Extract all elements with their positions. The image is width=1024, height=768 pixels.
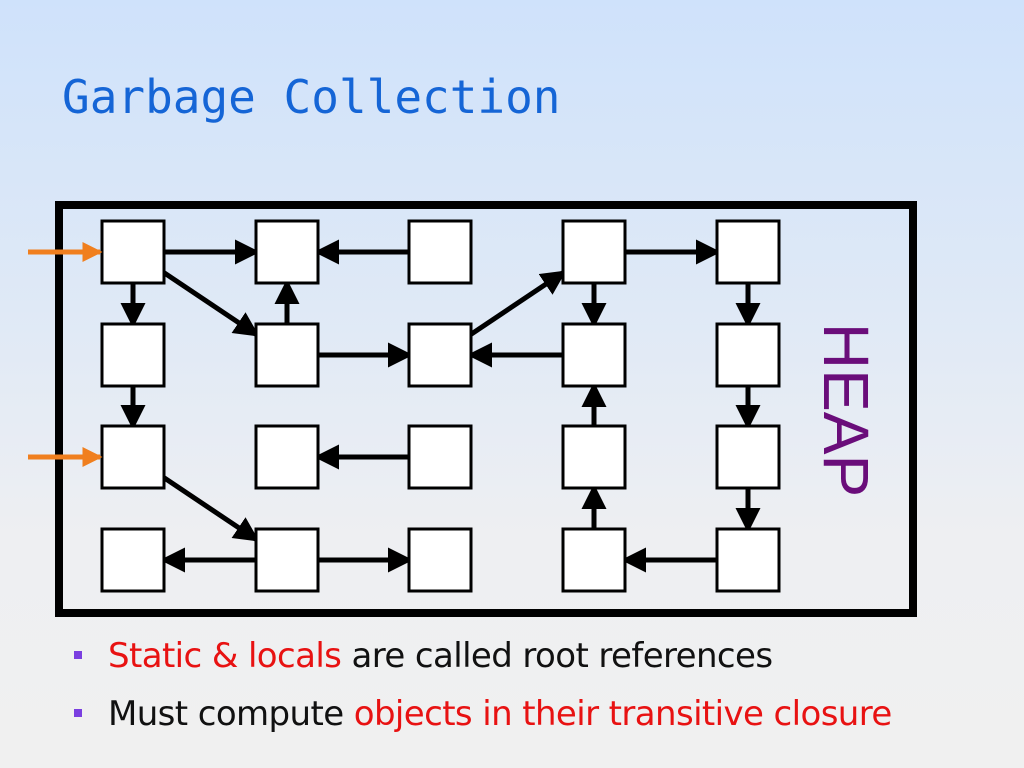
heap-object-c2 <box>254 424 320 490</box>
nodes-layer <box>100 219 781 593</box>
bullet-highlight: objects in their transitive closure <box>353 694 893 734</box>
heap-label: HEAP <box>810 323 882 497</box>
heap-object-d1 <box>100 527 166 593</box>
heap-object-a1 <box>100 219 166 285</box>
heap-object-c1 <box>100 424 166 490</box>
bullet-plain: Must compute <box>108 694 354 734</box>
heap-object-a2 <box>254 219 320 285</box>
heap-object-c3 <box>407 424 473 490</box>
slide-title: Garbage Collection <box>62 70 561 124</box>
heap-object-c4 <box>561 424 627 490</box>
heap-object-a4 <box>561 219 627 285</box>
reference-arrow-c1-d2 <box>162 475 260 542</box>
heap-object-d2 <box>254 527 320 593</box>
heap-object-b5 <box>715 322 781 388</box>
heap-border <box>55 201 917 617</box>
bullet-text: Static & locals are called root referenc… <box>108 634 774 678</box>
heap-object-d3 <box>407 527 473 593</box>
bullet-marker-icon <box>74 709 82 717</box>
heap-object-b2 <box>254 322 320 388</box>
heap-object-a5 <box>715 219 781 285</box>
reference-arrow-a1-b2 <box>162 270 260 337</box>
heap-object-b1 <box>100 322 166 388</box>
bullet-text: Must compute objects in their transitive… <box>108 692 892 736</box>
bullet-plain: are called root references <box>341 636 774 676</box>
heap-object-b3 <box>407 322 473 388</box>
heap-object-b4 <box>561 322 627 388</box>
heap-object-d5 <box>715 527 781 593</box>
edges-layer <box>120 239 761 573</box>
reference-arrow-b3-a4 <box>469 270 567 337</box>
roots-layer <box>28 242 103 467</box>
bullet-highlight: Static & locals <box>108 636 342 676</box>
heap-object-c5 <box>715 424 781 490</box>
heap-object-a3 <box>407 219 473 285</box>
bullet-marker-icon <box>74 651 82 659</box>
heap-object-d4 <box>561 527 627 593</box>
